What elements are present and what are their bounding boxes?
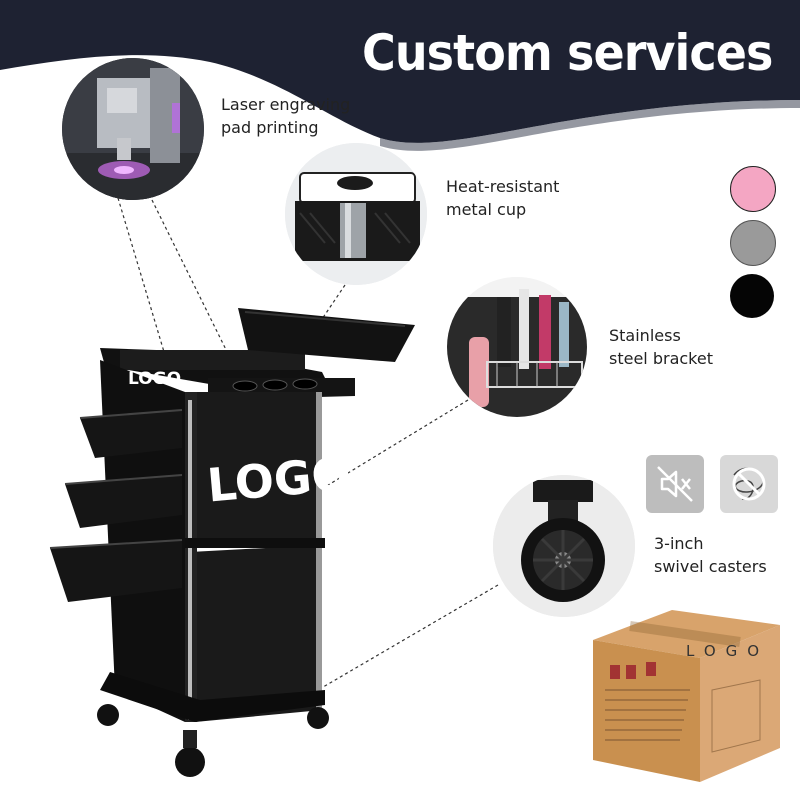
metal-cup-photo — [285, 143, 427, 285]
feature-laser-line2: pad printing — [221, 118, 319, 137]
feature-steel-bracket: Stainless steel bracket — [609, 324, 713, 370]
feature-metal-cup: Heat-resistant metal cup — [446, 175, 559, 221]
feature-bracket-line2: steel bracket — [609, 349, 713, 368]
color-swatch-gray[interactable] — [730, 220, 776, 266]
feature-laser-line1: Laser engraving — [221, 95, 351, 114]
feature-cup-line1: Heat-resistant — [446, 177, 560, 196]
feature-casters: 3-inch swivel casters — [654, 532, 767, 578]
color-swatch-pink[interactable] — [730, 166, 776, 212]
feature-laser-engraving: Laser engraving pad printing — [221, 93, 350, 139]
header-banner — [0, 0, 800, 151]
feature-bracket-line1: Stainless — [609, 326, 681, 345]
no-hair-tangle-icon — [720, 455, 778, 513]
steel-bracket-photo — [447, 277, 587, 417]
feature-cup-line2: metal cup — [446, 200, 527, 219]
mute-icon — [646, 455, 704, 513]
page-title: Custom services — [362, 24, 773, 82]
box-logo: LOGO — [686, 642, 770, 660]
color-swatch-black[interactable] — [730, 274, 774, 318]
cart-logo-large: LOGO — [205, 446, 353, 512]
feature-casters-line2: swivel casters — [654, 557, 767, 576]
feature-casters-line1: 3-inch — [654, 534, 704, 553]
caster-photo — [493, 475, 635, 617]
cart-logo-small: LOGO — [128, 369, 181, 389]
